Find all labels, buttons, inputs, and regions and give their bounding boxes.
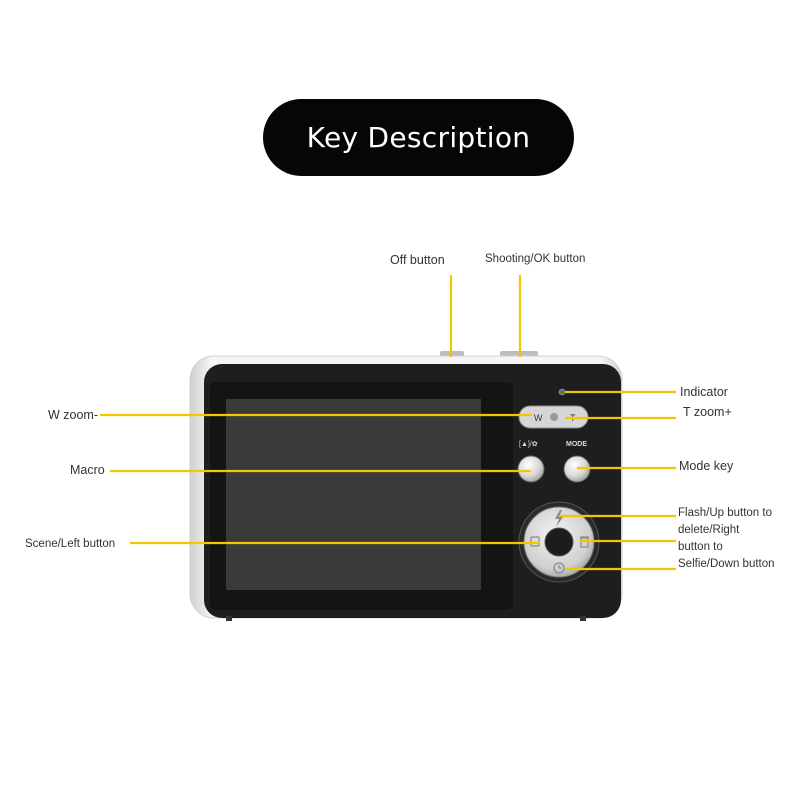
label-t-zoom: T zoom+ [683, 405, 732, 419]
label-shooting-ok-button: Shooting/OK button [485, 253, 586, 265]
label-w-zoom: W zoom- [48, 408, 98, 422]
camera-foot [580, 616, 586, 621]
scene-icon [530, 536, 540, 547]
label-button-to: button to [678, 541, 723, 553]
indicator-light [558, 388, 566, 396]
label-off-button: Off button [390, 253, 445, 267]
camera-screen [226, 399, 481, 590]
label-selfie-down: Selfie/Down button [678, 558, 775, 570]
label-flash-up: Flash/Up button to [678, 507, 772, 519]
mode-caption: MODE [566, 441, 587, 448]
title-banner: Key Description [263, 99, 574, 176]
macro-button [517, 455, 545, 483]
camera-foot [226, 616, 232, 621]
zoom-rocker-center [550, 413, 558, 421]
dpad-center-ok [544, 527, 574, 557]
selfie-timer-icon [553, 562, 565, 574]
label-scene-left: Scene/Left button [25, 538, 116, 550]
label-delete-right: delete/Right [678, 524, 740, 536]
macro-caption: [▲]/✿ [519, 441, 538, 448]
label-mode-key: Mode key [679, 459, 734, 473]
page-title: Key Description [306, 121, 531, 154]
label-macro: Macro [70, 463, 105, 477]
label-indicator: Indicator [680, 385, 728, 399]
leader-lines [100, 275, 676, 571]
delete-icon [580, 536, 589, 548]
rocker-w-text: W [534, 413, 543, 423]
flash-icon [555, 510, 563, 527]
